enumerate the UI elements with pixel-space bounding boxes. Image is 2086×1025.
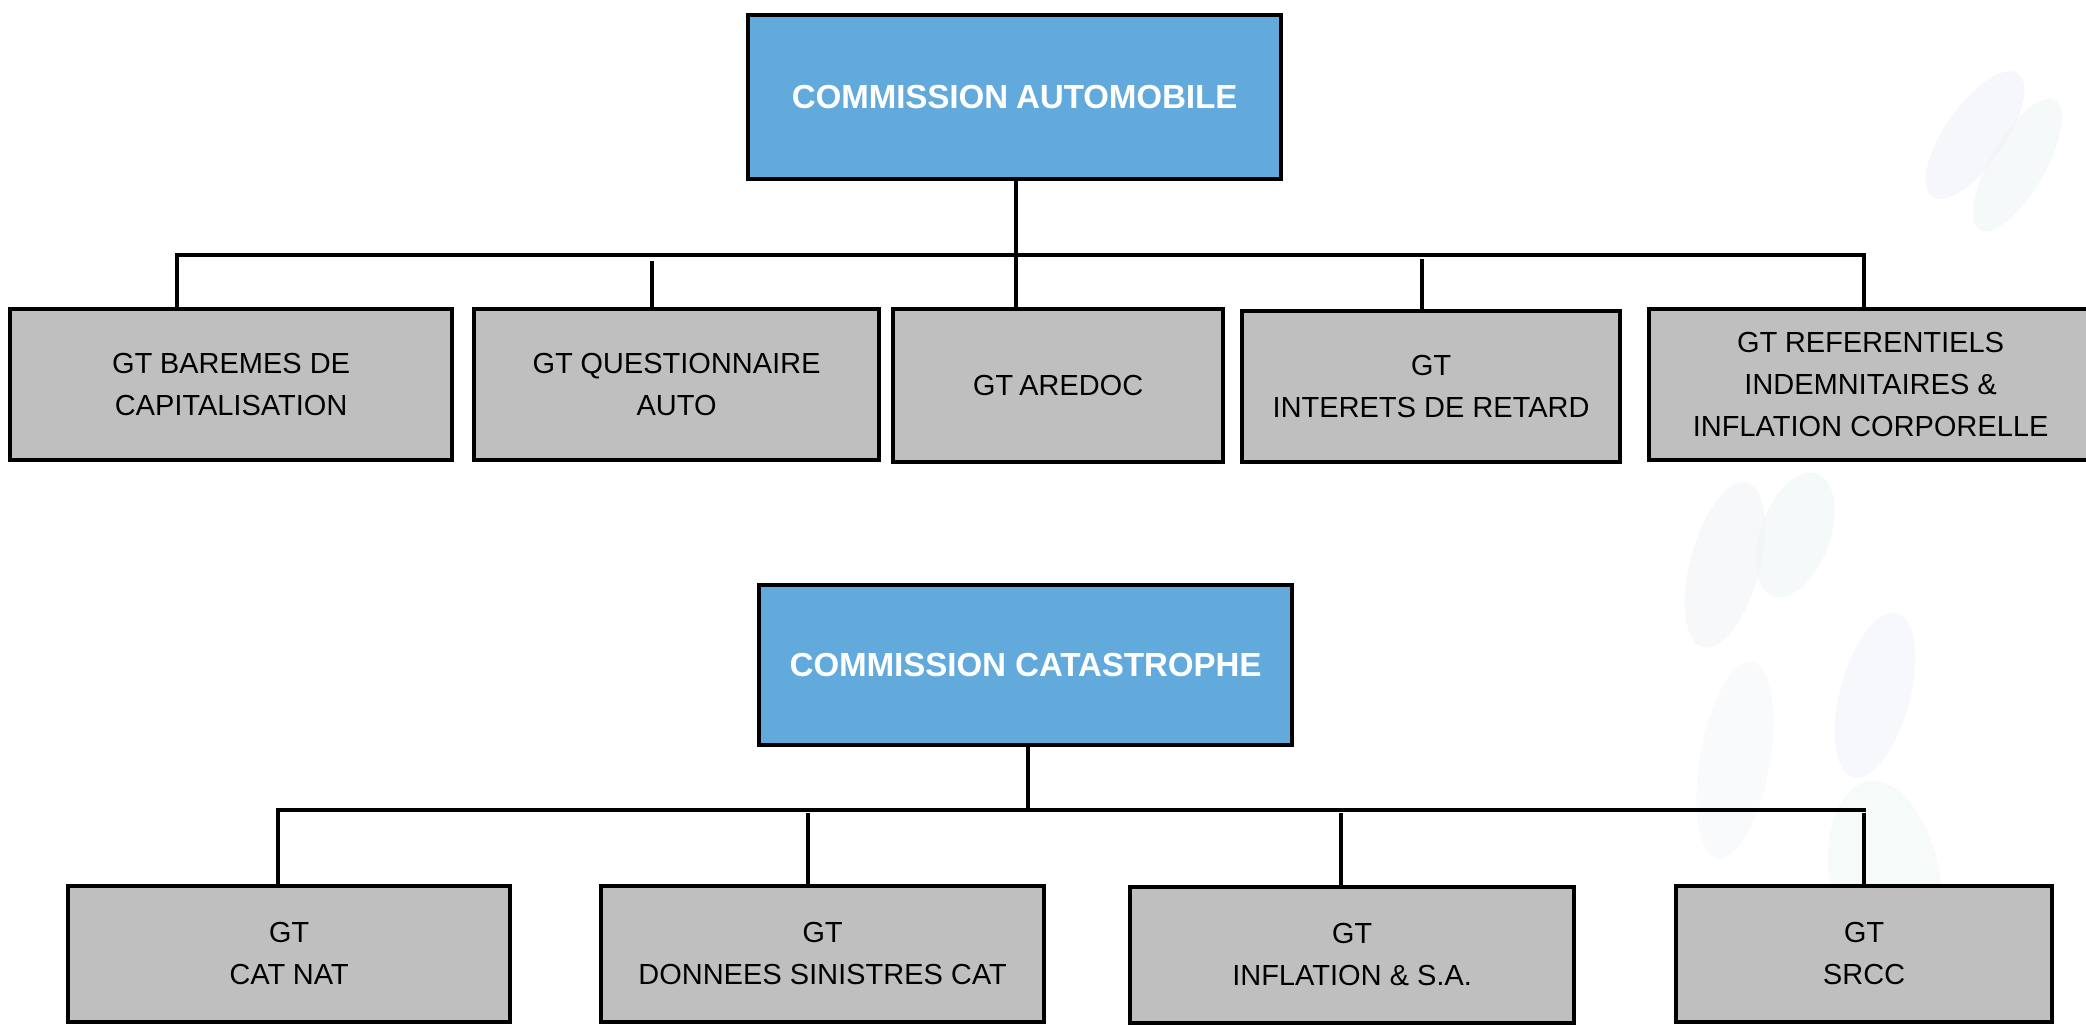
connector-catastrophe-bar [276, 808, 1866, 812]
group-box-cat-nat: GT CAT NAT [66, 884, 512, 1024]
group-label: GT REFERENTIELS INDEMNITAIRES & INFLATIO… [1692, 326, 2049, 443]
commission-automobile-box: COMMISSION AUTOMOBILE [746, 13, 1283, 181]
background-leaf-decoration [1819, 603, 1931, 787]
connector-catastrophe-drop [806, 813, 810, 888]
group-box-donnees-sinistres-cat: GT DONNEES SINISTRES CAT [599, 884, 1046, 1024]
group-box-referentiels-indemnitaires: GT REFERENTIELS INDEMNITAIRES & INFLATIO… [1647, 307, 2086, 462]
commission-catastrophe-title: COMMISSION CATASTROPHE [789, 646, 1262, 683]
connector-automobile-bar [175, 253, 1866, 257]
commission-automobile-title: COMMISSION AUTOMOBILE [791, 78, 1238, 115]
connector-catastrophe-drop [1862, 813, 1866, 888]
connector-automobile-drop [175, 253, 179, 309]
connector-automobile-drop [1862, 255, 1866, 307]
background-leaf-decoration [1683, 655, 1787, 865]
connector-automobile-trunk [1014, 180, 1018, 310]
group-box-inflation-sa: GT INFLATION & S.A. [1128, 885, 1576, 1025]
group-label: GT CAT NAT [229, 917, 349, 991]
group-label: GT SRCC [1822, 917, 1906, 991]
group-label: GT BAREMES DE CAPITALISATION [112, 347, 350, 422]
group-label: GT INTERETS DE RETARD [1272, 349, 1590, 424]
group-label: GT INFLATION & S.A. [1232, 918, 1472, 992]
group-label: GT AREDOC [972, 369, 1144, 402]
connector-catastrophe-drop [1339, 813, 1343, 888]
group-box-srcc: GT SRCC [1674, 884, 2054, 1024]
group-box-baremes-capitalisation: GT BAREMES DE CAPITALISATION [8, 307, 454, 462]
connector-catastrophe-trunk [1026, 744, 1030, 812]
group-label: GT QUESTIONNAIRE AUTO [532, 347, 821, 422]
connector-automobile-drop [650, 261, 654, 309]
group-label: GT DONNEES SINISTRES CAT [638, 917, 1007, 991]
group-box-questionnaire-auto: GT QUESTIONNAIRE AUTO [472, 307, 881, 462]
connector-automobile-drop [1420, 259, 1424, 309]
group-box-interets-de-retard: GT INTERETS DE RETARD [1240, 309, 1622, 464]
connector-catastrophe-drop [276, 808, 280, 884]
group-box-aredoc: GT AREDOC [891, 307, 1225, 464]
commission-catastrophe-box: COMMISSION CATASTROPHE [757, 583, 1294, 747]
